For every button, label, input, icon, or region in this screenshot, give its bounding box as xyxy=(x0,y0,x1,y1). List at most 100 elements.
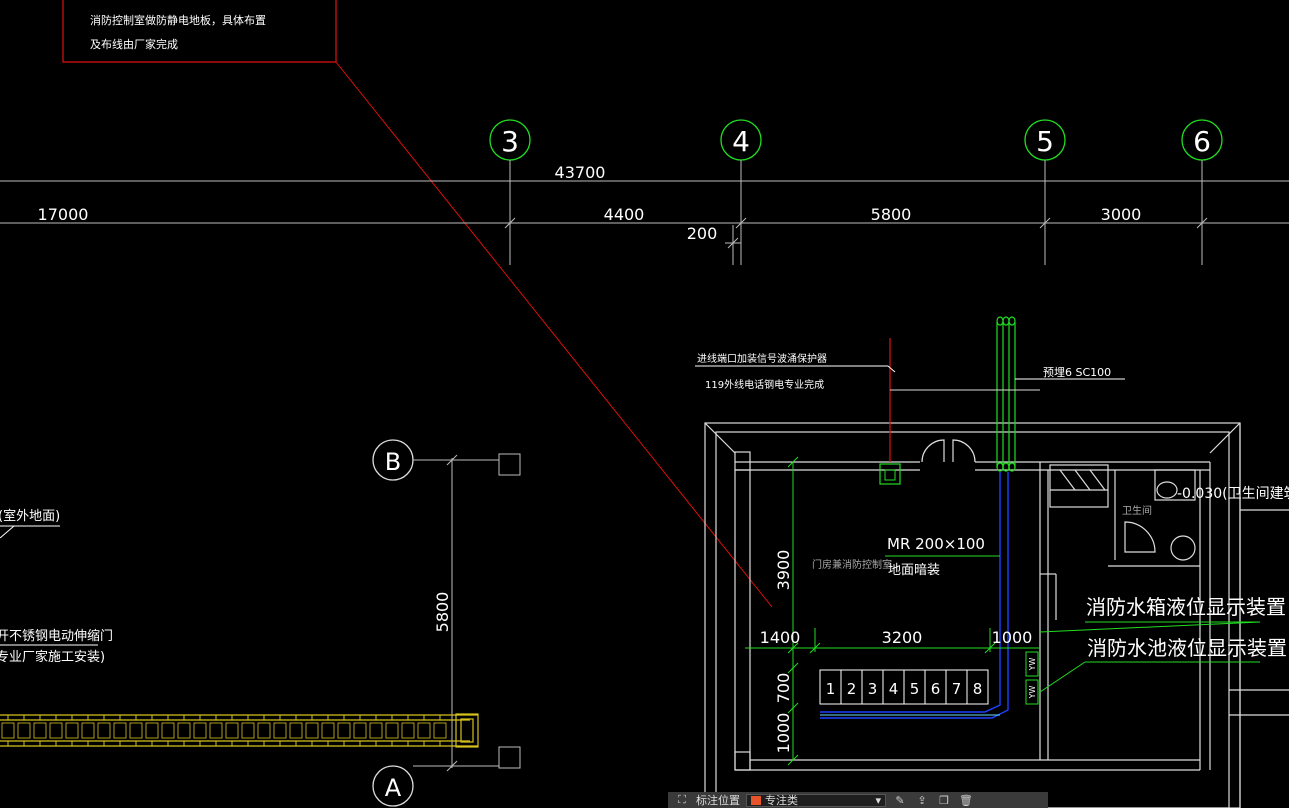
building-outline xyxy=(704,422,1289,808)
gate-segment xyxy=(241,722,255,739)
gate-segment xyxy=(305,722,319,739)
copy-icon[interactable]: ❐ xyxy=(939,793,949,807)
gate-segment xyxy=(369,722,383,739)
dim-5800-h: 5800 xyxy=(871,205,912,224)
note-line-1: 消防控制室做防静电地板，具体布置 xyxy=(90,13,266,27)
cabinet-label: 7 xyxy=(952,680,962,698)
room-label: 门房兼消防控制室 xyxy=(812,558,892,571)
gate-segment xyxy=(273,722,287,739)
svg-text:B: B xyxy=(385,448,401,476)
gate-segment xyxy=(353,722,367,739)
chevron-down-icon: ▾ xyxy=(875,793,881,807)
svg-text:A: A xyxy=(385,774,402,802)
wc-label: 卫生间 xyxy=(1122,504,1152,517)
layer-tool-icon[interactable]: ⛶ xyxy=(678,793,686,806)
dim-4400: 4400 xyxy=(604,205,645,224)
gate-segment xyxy=(209,722,223,739)
outdoor-ground-label: (室外地面) xyxy=(0,508,60,524)
cabinet-label: 2 xyxy=(847,680,857,698)
layer-select-value: 专注类 xyxy=(765,794,798,807)
gate-note-label: 专业厂家施工安装) xyxy=(0,649,105,665)
axis-bubble-6: 6 xyxy=(1181,119,1223,161)
dim-5800-v: 5800 xyxy=(433,592,452,633)
dim-700: 700 xyxy=(774,673,793,704)
floor-label: 地面暗装 xyxy=(888,563,940,578)
dim-1400: 1400 xyxy=(760,628,801,647)
dim-3000: 3000 xyxy=(1101,205,1142,224)
cabinet-label: 1 xyxy=(826,680,836,698)
gate-segment xyxy=(225,722,239,739)
layer-color-swatch xyxy=(751,795,761,805)
cabinet-label: 8 xyxy=(973,680,983,698)
axis-bubble-3: 3 xyxy=(489,119,531,161)
gate-segment xyxy=(113,722,127,739)
dim-total: 43700 xyxy=(555,163,606,182)
telecom-note: 119外线电话钢电专业完成 xyxy=(705,378,824,391)
svg-text:YW: YW xyxy=(1028,658,1037,672)
gate-segment xyxy=(65,722,79,739)
gate-label: 开不锈钢电动伸缩门 xyxy=(0,628,113,644)
gate-segment xyxy=(417,722,431,739)
gate-segment xyxy=(385,722,399,739)
cabinet-label: 6 xyxy=(931,680,941,698)
interior-dimensions xyxy=(745,456,1261,766)
gate-segment xyxy=(33,722,47,739)
row-axis-lines xyxy=(413,453,521,772)
dim-3200: 3200 xyxy=(882,628,923,647)
gate-segment xyxy=(401,722,415,739)
gate-segment xyxy=(81,722,95,739)
gate-segment xyxy=(17,722,31,739)
toolbar-label: 标注位置 xyxy=(696,794,740,807)
riser-conduits xyxy=(996,316,1016,472)
gate-segment xyxy=(257,722,271,739)
axis-bubble-b: B xyxy=(372,439,414,481)
pipe-note: 预埋6 SC100 xyxy=(1043,366,1111,379)
dim-1000-v: 1000 xyxy=(774,713,793,754)
gate-segment xyxy=(337,722,351,739)
wc-level-label: -0.030(卫生间建筑 xyxy=(1177,486,1289,502)
pool-level-label: 消防水池液位显示装置 xyxy=(1087,636,1287,660)
cabinet-label: 5 xyxy=(910,680,920,698)
svg-text:4: 4 xyxy=(732,125,750,158)
gate-segment xyxy=(161,722,175,739)
dimension-lines-top xyxy=(0,180,1289,249)
svg-text:3: 3 xyxy=(501,125,519,158)
dim-3900: 3900 xyxy=(774,550,793,591)
gate-segment xyxy=(433,722,447,739)
gate-segment xyxy=(97,722,111,739)
axis-lines xyxy=(509,160,1203,265)
note-box: 消防控制室做防静电地板，具体布置 及布线由厂家完成 xyxy=(62,0,773,608)
level-display-devices: YW YW xyxy=(1025,651,1039,705)
move-icon[interactable]: ⇪ xyxy=(917,793,927,807)
dim-17000: 17000 xyxy=(38,205,89,224)
gate-segment xyxy=(129,722,143,739)
tank-level-label: 消防水箱液位显示装置 xyxy=(1086,595,1286,619)
dim-200: 200 xyxy=(687,224,718,243)
incoming-line-note: 进线端口加装信号波涌保护器 xyxy=(697,352,827,365)
cabinet-label: 3 xyxy=(868,680,878,698)
mr-label: MR 200×100 xyxy=(887,535,985,553)
svg-text:5: 5 xyxy=(1036,125,1054,158)
gate-segment xyxy=(177,722,191,739)
gate-segment xyxy=(1,722,15,739)
cabinet-8 xyxy=(966,669,989,705)
gate-segment xyxy=(49,722,63,739)
cable-tray xyxy=(820,472,1009,719)
dim-1000-h: 1000 xyxy=(992,628,1033,647)
axis-bubble-a: A xyxy=(372,765,414,807)
gate-segment xyxy=(145,722,159,739)
note-line-2: 及布线由厂家完成 xyxy=(90,37,178,51)
edit-icon[interactable]: ✎ xyxy=(895,793,905,807)
layer-select[interactable]: 专注类 ▾ xyxy=(746,793,886,807)
svg-text:6: 6 xyxy=(1193,125,1211,158)
gate-segment xyxy=(289,722,303,739)
gate-segment xyxy=(321,722,335,739)
svg-text:YW: YW xyxy=(1028,686,1037,700)
cabinet-label: 4 xyxy=(889,680,899,698)
axis-bubble-4: 4 xyxy=(720,119,762,161)
axis-bubble-5: 5 xyxy=(1024,119,1066,161)
floating-toolbar: ⛶ 标注位置 专注类 ▾ ✎ ⇪ ❐ 🗑 xyxy=(668,792,1048,808)
delete-icon[interactable]: 🗑 xyxy=(959,793,973,807)
